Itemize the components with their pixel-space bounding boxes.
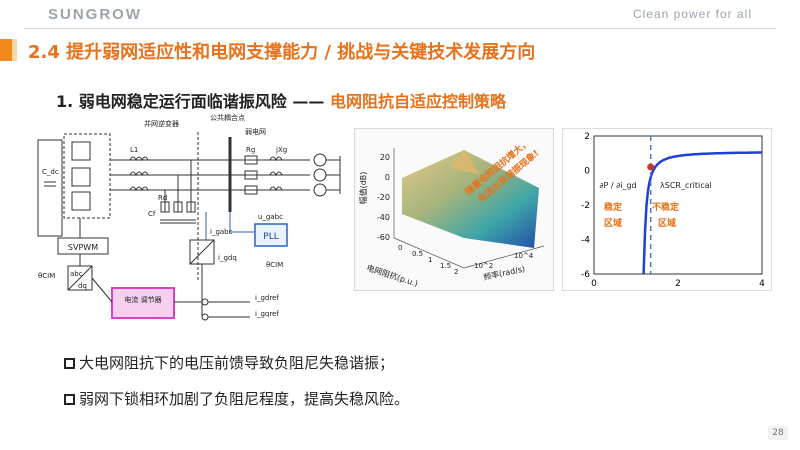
igqref-label: i_gqref (255, 310, 279, 318)
bullet-text: 大电网阻抗下的电压前馈导致负阻尼失稳谐振； (79, 354, 395, 372)
stability-curve (642, 151, 762, 275)
cf-label: Cf (148, 210, 156, 218)
y-tick-label: -6 (581, 270, 590, 280)
stable-label-2: 区域 (604, 217, 622, 229)
y-axis-label: ∂P / ∂i_gd (599, 181, 636, 190)
unstable-label-2: 区域 (658, 217, 676, 229)
circuit-diagram: PLL 并网逆变器 公共耦合点 弱电网 C_dc L1 Rd Cf Rg jXg… (37, 113, 341, 321)
dq-label: dq (78, 282, 87, 290)
subtitle-accent: 电网阻抗自适应控制策略 (329, 92, 506, 111)
weak-grid-label: 弱电网 (245, 127, 266, 136)
x-tick: 1.5 (440, 262, 451, 270)
subtitle-main: 1. 弱电网稳定运行面临谐振风险 —— (56, 92, 330, 111)
bullet-text: 弱网下锁相环加剧了负阻尼程度，提高失稳风险。 (79, 390, 410, 408)
x-tick: 1 (428, 256, 432, 264)
z-tick: 20 (380, 153, 390, 162)
bullet-item: 弱网下锁相环加剧了负阻尼程度，提高失稳风险。 (64, 388, 409, 409)
z-tick: -40 (377, 213, 390, 222)
impedance-surface-plot: 20 0 -20 -40 -60 幅值(dB) 0 0.5 1 1.5 2 10… (354, 128, 554, 291)
pcc-label: 公共耦合点 (210, 113, 245, 122)
controller-label: 电流 调节器 (124, 295, 161, 304)
l1-label: L1 (130, 146, 138, 154)
tick-labels: 0 2 4 2 0 -2 -4 -6 (581, 132, 765, 289)
pll-label: PLL (263, 232, 278, 242)
inverter-label: 并网逆变器 (144, 119, 179, 128)
x-tick: 0.5 (412, 250, 423, 258)
header-divider (24, 28, 776, 29)
pll-block (254, 223, 288, 247)
slide-title: 2.4 提升弱网适应性和电网支撑能力 / 挑战与关键技术发展方向 (28, 42, 536, 63)
igabc-label: i_gabc (210, 228, 233, 236)
abc-label: abc (70, 270, 83, 278)
y-tick: 10^4 (514, 252, 534, 260)
rg-label: Rg (246, 146, 255, 154)
x-tick-label: 2 (675, 279, 681, 289)
z-tick: 0 (385, 173, 390, 182)
jxg-label: jXg (275, 146, 287, 154)
bullet-square-icon (64, 358, 75, 369)
title-accent-bar-light (12, 39, 17, 61)
stability-chart: 0 2 4 2 0 -2 -4 -6 ∂P / ∂i_gd 稳定 区域 不稳定 区域 λSCR… (562, 128, 772, 291)
slide-subtitle: 1. 弱电网稳定运行面临谐振风险 —— 电网阻抗自适应控制策略 (56, 88, 506, 112)
title-accent-bar (0, 39, 12, 61)
brand-logo: SUNGROW (48, 6, 142, 23)
brand-tagline: Clean power for all (632, 7, 752, 21)
theta-cim-out-label: θCIM (266, 261, 283, 269)
bullet-square-icon (64, 394, 75, 405)
y-tick: 10^2 (474, 262, 493, 270)
unstable-label-1: 不稳定 (652, 201, 680, 213)
bullet-item: 大电网阻抗下的电压前馈导致负阻尼失稳谐振； (64, 352, 394, 373)
z-tick: -20 (377, 193, 390, 202)
svpwm-label: SVPWM (68, 243, 98, 252)
y-tick-label: -2 (581, 201, 590, 211)
y-tick-label: 2 (584, 132, 590, 142)
surface-mesh (402, 150, 539, 248)
x-tick: 0 (398, 244, 402, 252)
stable-label-1: 稳定 (604, 201, 623, 213)
z-tick: -60 (377, 233, 390, 242)
ugabc-label: u_gabc (258, 213, 283, 221)
igdref-label: i_gdref (255, 294, 279, 302)
y-tick-label: -4 (581, 236, 590, 246)
x-tick: 2 (454, 268, 458, 276)
page-number: 28 (768, 426, 788, 440)
plot-frame (593, 135, 763, 275)
cdc-label: C_dc (42, 168, 59, 176)
critical-point-marker (647, 163, 655, 171)
critical-label: λSCR_critical (660, 181, 712, 190)
y-tick-label: 0 (584, 167, 590, 177)
z-axis-label: 幅值(dB) (358, 172, 368, 205)
igdq-label: i_gdq (218, 254, 237, 262)
x-tick-label: 4 (759, 279, 765, 289)
theta-cim-label: θCIM (38, 272, 55, 280)
rd-label: Rd (158, 194, 167, 202)
x-tick-label: 0 (591, 279, 597, 289)
